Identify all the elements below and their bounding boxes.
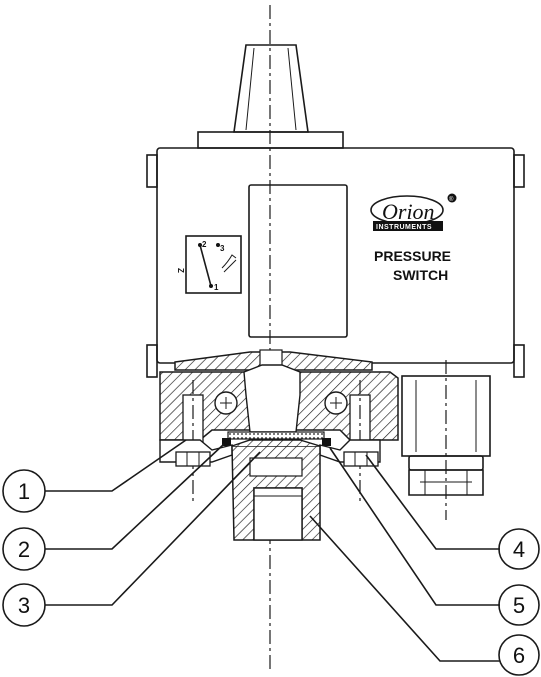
terminal-1-label: 1	[214, 283, 219, 292]
terminal-2-label: 2	[202, 240, 207, 249]
diaphragm	[227, 431, 325, 440]
product-label-line2: SWITCH	[393, 267, 448, 283]
switch-contact-symbol: 2 3 1 Z	[176, 235, 242, 294]
registered-mark: ®	[449, 196, 454, 203]
callout-5: 5	[498, 584, 540, 626]
brand-logo: Orion INSTRUMENTS ®	[370, 193, 457, 231]
callout-2: 2	[2, 527, 46, 571]
inspection-window	[248, 184, 348, 338]
switch-housing	[146, 147, 525, 378]
callout-6: 6	[498, 634, 540, 676]
o-ring-left	[222, 438, 231, 446]
brand-name: Orion	[382, 199, 435, 224]
cover-plate	[174, 349, 373, 371]
brand-subtitle: INSTRUMENTS	[376, 224, 432, 231]
terminal-3-label: 3	[220, 244, 225, 253]
callout-4: 4	[498, 528, 540, 570]
callout-3-label: 3	[18, 593, 30, 618]
callout-5-label: 5	[513, 593, 525, 618]
o-ring-right	[322, 438, 331, 446]
side-label: Z	[176, 268, 185, 273]
callout-2-label: 2	[18, 537, 30, 562]
electrical-connector	[401, 360, 491, 520]
callout-1-label: 1	[18, 479, 30, 504]
callout-4-label: 4	[513, 537, 525, 562]
callout-leaders	[45, 439, 500, 662]
process-connection	[231, 439, 321, 541]
product-label-line1: PRESSURE	[374, 248, 451, 264]
callout-3: 3	[2, 583, 46, 627]
callout-6-label: 6	[513, 643, 525, 668]
callout-1: 1	[2, 469, 46, 513]
